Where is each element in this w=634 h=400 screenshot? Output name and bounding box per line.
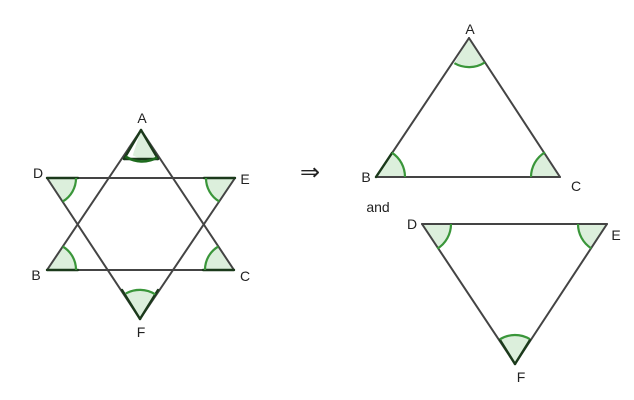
triangle-abc: A B C — [361, 21, 581, 194]
vertex-label-abc-a: A — [465, 21, 475, 37]
angle-arc-f — [125, 288, 156, 296]
angle-fill-def-f — [499, 335, 530, 364]
tip-a-left — [122, 128, 143, 161]
angle-arc-def-f — [499, 333, 531, 341]
angle-arc-a — [124, 155, 158, 163]
vertex-label-f: F — [137, 324, 146, 340]
angle-fill-abc-a — [454, 38, 485, 68]
tip-abc-b — [374, 151, 394, 179]
tip-f-left — [120, 288, 142, 321]
tip-def-f-left — [498, 338, 517, 366]
angle-arc-d — [62, 177, 78, 203]
vertex-label-a: A — [137, 110, 147, 126]
angle-fill-f — [125, 289, 156, 319]
vertex-label-abc-b: B — [361, 169, 370, 185]
vertex-label-d: D — [33, 165, 43, 181]
vertex-label-def-f: F — [517, 369, 526, 385]
tip-f-right — [138, 288, 160, 321]
hexagram-figure: A D E B C F — [31, 110, 250, 340]
vertex-label-def-d: D — [407, 216, 417, 232]
angle-arc-e — [204, 177, 220, 203]
angle-arc-abc-b — [391, 151, 407, 178]
vertex-label-c: C — [240, 268, 250, 284]
and-connector: and — [366, 199, 389, 215]
vertex-label-e: E — [240, 171, 249, 187]
triangle-def: D E F — [407, 216, 621, 385]
angle-arc-def-d — [436, 223, 453, 250]
angle-arc-def-e — [576, 223, 592, 250]
angle-fill-a — [132, 130, 155, 159]
tip-a-right — [139, 128, 160, 161]
angle-arc-c — [203, 245, 219, 271]
tip-def-f-right — [513, 338, 532, 366]
angle-fill-c — [204, 246, 234, 270]
angle-arc-abc-a — [453, 61, 486, 69]
angle-arc-abc-c — [529, 151, 546, 178]
edge-abc-c-a — [468, 37, 561, 178]
vertex-label-def-e: E — [611, 227, 620, 243]
angle-fill-d — [47, 178, 77, 202]
implies-arrow: ⇒ — [300, 159, 320, 186]
vertex-label-b: B — [31, 267, 40, 283]
vertex-label-abc-c: C — [571, 178, 581, 194]
edge-c-a — [140, 129, 235, 271]
angle-arc-b — [62, 245, 78, 271]
